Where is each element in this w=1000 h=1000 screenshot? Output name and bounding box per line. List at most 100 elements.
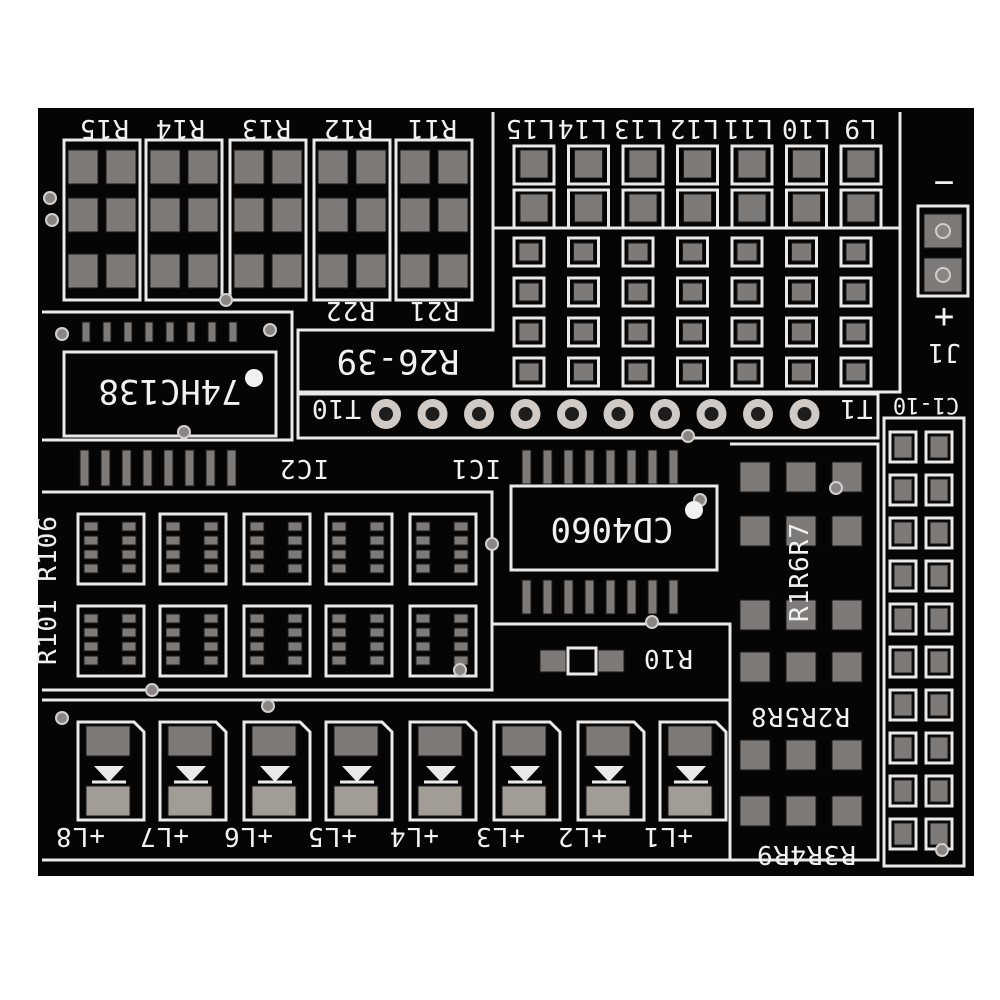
pad-outline (839, 188, 883, 230)
pad-outline (888, 516, 918, 550)
solder-pad (187, 197, 219, 233)
r1-r9-pads (739, 461, 863, 827)
svg-text:L15: L15 (505, 113, 555, 143)
solder-pad (628, 149, 658, 179)
pad-outline (888, 731, 918, 765)
solder-pad (846, 193, 876, 223)
solder-pad (739, 651, 771, 683)
svg-text:+L2: +L2 (557, 821, 607, 851)
via (829, 481, 843, 495)
solder-pad (574, 149, 603, 179)
pad-outline (621, 356, 655, 388)
smd-pad (165, 521, 181, 532)
ic-pin (121, 449, 132, 487)
pad-outline (924, 602, 954, 636)
solder-pad (737, 149, 767, 179)
smd-pad (453, 613, 469, 624)
svg-text:L9: L9 (843, 113, 876, 143)
svg-text:IC2: IC2 (279, 453, 329, 483)
smd-pad (453, 535, 469, 546)
smd-pad (249, 563, 265, 574)
smd-pad (121, 563, 137, 574)
ic-pin (605, 579, 616, 615)
solder-pad (683, 149, 712, 179)
smd-pad (331, 563, 347, 574)
label-r10: R10 (643, 643, 693, 673)
solder-pad (501, 725, 547, 757)
smd-pad (331, 627, 347, 638)
solder-pad (573, 322, 594, 342)
svg-text:R1R6R7: R1R6R7 (785, 522, 815, 622)
pad-outline (924, 774, 954, 808)
solder-pad (627, 322, 649, 342)
led-outline (242, 720, 312, 822)
solder-pad (739, 515, 771, 547)
label-r101-r106: R101 R106 (33, 515, 63, 665)
solder-pad (149, 197, 181, 233)
label-l8: +L8 (55, 821, 105, 851)
solder-pad (355, 197, 387, 233)
svg-text:+L4: +L4 (389, 821, 439, 851)
solder-pad (518, 282, 540, 302)
ic-pin (163, 449, 174, 487)
solder-pad (271, 253, 303, 289)
svg-text:L12: L12 (669, 113, 719, 143)
smd-pad (83, 549, 99, 560)
solder-pad (785, 651, 817, 683)
smd-pad (287, 535, 303, 546)
led-outline (658, 720, 728, 822)
pad-outline (888, 602, 918, 636)
solder-pad (399, 149, 431, 185)
hole (472, 407, 486, 421)
pad-outline (730, 356, 764, 388)
solder-pad (355, 149, 387, 185)
label-connector-minus: − (934, 163, 954, 203)
solder-pad (233, 149, 265, 185)
ic-pin (81, 321, 91, 343)
svg-text:J1: J1 (927, 337, 960, 367)
svg-text:74HC138: 74HC138 (98, 371, 241, 411)
via (55, 711, 69, 725)
solder-pad (845, 322, 867, 342)
svg-text:R3R4R9: R3R4R9 (756, 839, 856, 869)
diode-symbol (94, 766, 124, 782)
pad-outline (730, 236, 764, 268)
label-t1: T1 (839, 393, 872, 423)
pad-outline (676, 316, 709, 348)
smd-pad (287, 641, 303, 652)
solder-pad (893, 607, 913, 631)
pad-outline (158, 604, 228, 678)
smd-pad (165, 655, 181, 666)
pad-outline (785, 316, 818, 348)
pad-outline (512, 316, 546, 348)
ic-pin (100, 449, 111, 487)
solder-pad (233, 253, 265, 289)
label-r22: R22 (325, 295, 375, 325)
ic-pin (205, 449, 216, 487)
label-r14: R14 (155, 113, 205, 143)
ic-pin (184, 449, 195, 487)
smd-pad (249, 641, 265, 652)
led-outline (324, 720, 394, 822)
solder-pad (893, 435, 913, 459)
ic-pin (123, 321, 133, 343)
label-l12: L12 (669, 113, 719, 143)
smd-pad (415, 655, 431, 666)
solder-pad (736, 282, 758, 302)
via (55, 327, 69, 341)
smd-pad (331, 535, 347, 546)
diode-symbol (676, 766, 706, 782)
svg-text:L13: L13 (613, 113, 663, 143)
label-r12: R12 (323, 113, 373, 143)
solder-pad (791, 242, 812, 262)
solder-pad (167, 785, 213, 817)
pad-outline (839, 316, 873, 348)
solder-pad (573, 282, 594, 302)
smd-pad (453, 641, 469, 652)
svg-text:L14: L14 (557, 113, 607, 143)
svg-text:R26-39: R26-39 (337, 341, 460, 381)
smd-pad (121, 655, 137, 666)
solder-pad (628, 193, 658, 223)
solder-pad (317, 149, 349, 185)
svg-text:CD4060: CD4060 (551, 509, 674, 549)
